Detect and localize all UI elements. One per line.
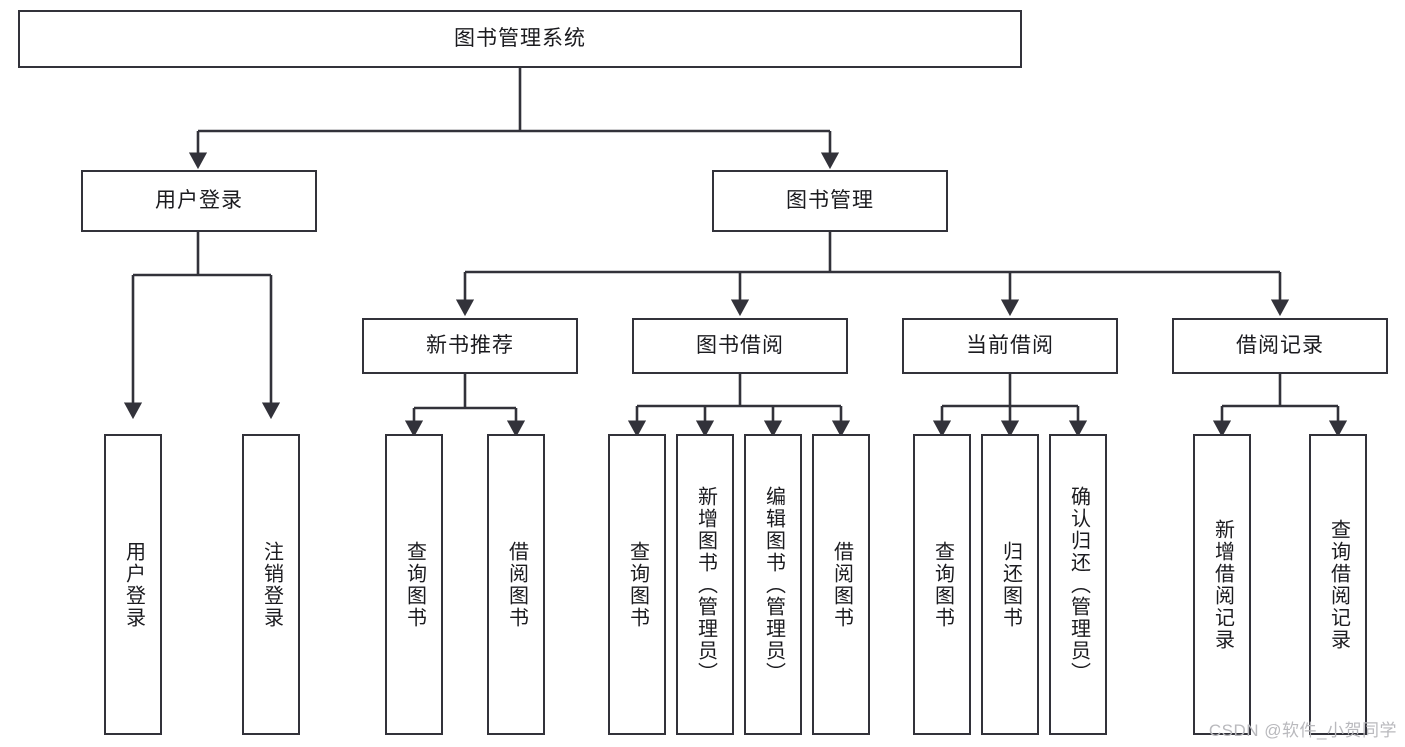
node-borrow-record[interactable]: 借阅记录 [1172, 318, 1388, 374]
node-user-login[interactable]: 用户登录 [81, 170, 317, 232]
node-label: 图书借阅 [696, 334, 784, 358]
watermark-text: CSDN @软件_小贺同学 [1208, 721, 1397, 740]
node-leaf-add-book[interactable]: 新增图书（管理员） [676, 434, 734, 735]
node-label: 借阅图书 [505, 540, 528, 629]
node-label: 归还图书 [999, 540, 1022, 629]
node-label: 查询图书 [626, 540, 649, 629]
node-label: 编辑图书（管理员） [762, 485, 785, 684]
node-leaf-query-record[interactable]: 查询借阅记录 [1309, 434, 1367, 735]
node-current-borrow[interactable]: 当前借阅 [902, 318, 1118, 374]
node-label: 用户登录 [122, 540, 145, 629]
node-book-manage[interactable]: 图书管理 [712, 170, 948, 232]
node-label: 图书管理 [786, 189, 874, 213]
node-label: 查询图书 [931, 540, 954, 629]
node-leaf-add-record[interactable]: 新增借阅记录 [1193, 434, 1251, 735]
node-label: 借阅图书 [830, 540, 853, 629]
node-leaf-query-book-3[interactable]: 查询图书 [913, 434, 971, 735]
node-leaf-confirm-return[interactable]: 确认归还（管理员） [1049, 434, 1107, 735]
node-label: 注销登录 [260, 540, 283, 629]
node-leaf-logout-login[interactable]: 注销登录 [242, 434, 300, 735]
node-label: 查询借阅记录 [1327, 518, 1350, 651]
node-label: 查询图书 [403, 540, 426, 629]
node-leaf-borrow-book-1[interactable]: 借阅图书 [487, 434, 545, 735]
node-label: 用户登录 [155, 189, 243, 213]
node-new-book-recommend[interactable]: 新书推荐 [362, 318, 578, 374]
node-label: 新增图书（管理员） [694, 485, 717, 684]
node-leaf-borrow-book-2[interactable]: 借阅图书 [812, 434, 870, 735]
node-leaf-edit-book[interactable]: 编辑图书（管理员） [744, 434, 802, 735]
node-label: 借阅记录 [1236, 334, 1324, 358]
node-leaf-return-book[interactable]: 归还图书 [981, 434, 1039, 735]
node-label: 确认归还（管理员） [1067, 485, 1090, 684]
node-leaf-query-book-2[interactable]: 查询图书 [608, 434, 666, 735]
node-leaf-user-login[interactable]: 用户登录 [104, 434, 162, 735]
node-label: 新书推荐 [426, 334, 514, 358]
node-label: 新增借阅记录 [1211, 518, 1234, 651]
node-root[interactable]: 图书管理系统 [18, 10, 1022, 68]
node-leaf-query-book-1[interactable]: 查询图书 [385, 434, 443, 735]
node-book-borrow[interactable]: 图书借阅 [632, 318, 848, 374]
node-label: 当前借阅 [966, 334, 1054, 358]
node-label: 图书管理系统 [454, 27, 586, 51]
